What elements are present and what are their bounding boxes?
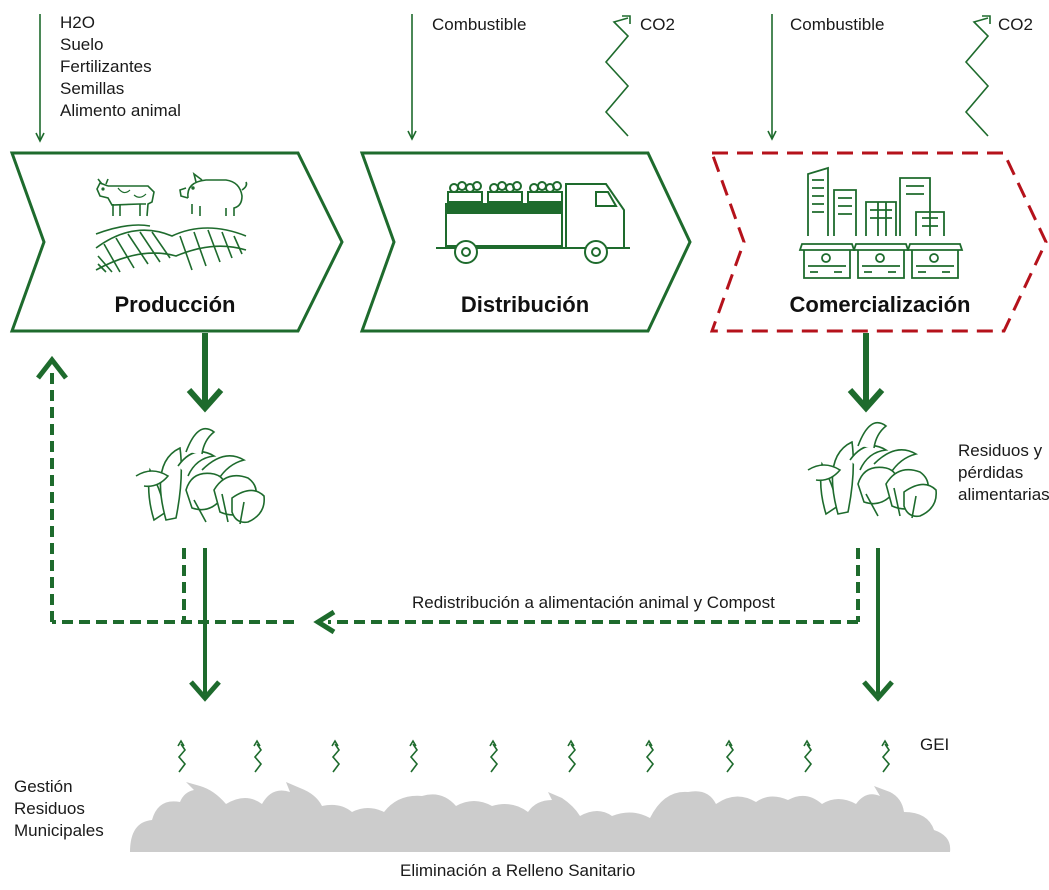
production-waste-arrow bbox=[186, 333, 224, 413]
cow-icon bbox=[96, 178, 155, 217]
gei-emissions bbox=[177, 740, 890, 773]
food-waste-label: Residuos y pérdidas alimentarias bbox=[958, 441, 1049, 504]
input-item: Alimento animal bbox=[60, 101, 181, 120]
landfill-cloud bbox=[130, 782, 951, 852]
production-chevron bbox=[9, 151, 344, 333]
commercialization-fuel-arrow bbox=[767, 14, 777, 141]
return-to-production-arrowhead bbox=[36, 355, 68, 380]
distribution-fuel-arrow bbox=[407, 14, 417, 141]
fields-icon bbox=[95, 224, 247, 273]
commercialization-co2-emission-arrow bbox=[964, 15, 991, 137]
commercialization-co2-label: CO2 bbox=[998, 15, 1033, 34]
pig-icon bbox=[179, 172, 248, 216]
commercialization-to-landfill-arrow bbox=[862, 548, 894, 702]
input-item: Fertilizantes bbox=[60, 57, 152, 76]
landfill-disposal-label: Eliminación a Relleno Sanitario bbox=[400, 861, 636, 880]
food-waste-icon-commercialization bbox=[807, 421, 937, 519]
city-market-icon bbox=[798, 166, 964, 279]
input-item: Semillas bbox=[60, 79, 125, 98]
input-item: Suelo bbox=[60, 35, 104, 54]
commercialization-fuel-label: Combustible bbox=[790, 15, 885, 34]
production-to-landfill-arrow bbox=[189, 548, 221, 702]
distribution-fuel-label: Combustible bbox=[432, 15, 527, 34]
distribution-chevron bbox=[359, 151, 692, 333]
distribution-title: Distribución bbox=[460, 292, 590, 317]
redistribution-label: Redistribución a alimentación animal y C… bbox=[412, 593, 775, 612]
distribution-co2-emission-arrow bbox=[604, 15, 631, 137]
redistribution-loop bbox=[50, 372, 860, 624]
distribution-co2-label: CO2 bbox=[640, 15, 675, 34]
commercialization-title: Comercialización bbox=[789, 292, 971, 317]
redistribution-arrowhead bbox=[313, 609, 336, 635]
production-inputs-list: H2O Suelo Fertilizantes Semillas Aliment… bbox=[60, 12, 181, 122]
production-inputs-arrow bbox=[35, 14, 45, 143]
commercialization-waste-arrow bbox=[847, 333, 885, 413]
input-item: H2O bbox=[60, 13, 95, 32]
municipal-waste-management-label: Gestión Residuos Municipales bbox=[14, 777, 104, 840]
food-waste-icon-production bbox=[135, 427, 265, 525]
production-title: Producción bbox=[114, 292, 236, 317]
truck-icon bbox=[436, 181, 630, 264]
commercialization-chevron bbox=[709, 151, 1048, 333]
gei-label: GEI bbox=[920, 735, 950, 754]
